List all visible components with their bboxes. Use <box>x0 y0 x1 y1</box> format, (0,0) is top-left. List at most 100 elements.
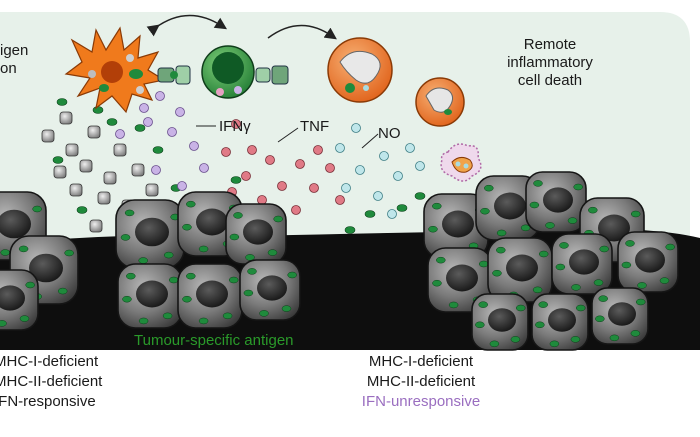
tnf-particle <box>247 145 257 155</box>
antigen-particle <box>230 176 242 184</box>
antigen-particle <box>344 226 356 234</box>
mhc-tcr-synapse-right <box>255 65 289 85</box>
debris-particle <box>53 165 67 179</box>
antigen-particle <box>56 98 68 106</box>
ifn-particle <box>139 103 149 113</box>
tnf-particle <box>257 195 267 205</box>
debris-particle <box>131 163 145 177</box>
ifn-particle <box>177 181 187 191</box>
antigen-particle <box>92 106 104 114</box>
macrophage <box>327 37 393 103</box>
tumour-cell <box>239 259 301 321</box>
no-particle <box>373 191 383 201</box>
tumour-cell <box>617 231 679 293</box>
tumour-cell <box>177 263 243 329</box>
debris-particle <box>59 111 73 125</box>
antigen-particle <box>106 118 118 126</box>
debris-particle <box>41 129 55 143</box>
antigen-particle <box>76 206 88 214</box>
no-particle <box>415 161 425 171</box>
neutrophil <box>415 77 465 127</box>
ifn-particle <box>189 141 199 151</box>
left-ifn: IFN-responsive <box>0 393 96 410</box>
debris-particle <box>89 219 103 233</box>
dying-cell <box>440 143 482 182</box>
ifn-label: IFNγ <box>219 118 251 135</box>
remote-line-2: inflammatory <box>507 54 593 71</box>
tnf-label: TNF <box>300 118 330 135</box>
debris-particle <box>65 143 79 157</box>
tnf-particle <box>313 145 323 155</box>
ifn-particle <box>167 127 177 137</box>
tumour-cell <box>487 237 553 303</box>
dendritic-cell <box>64 26 166 114</box>
no-particle <box>335 143 345 153</box>
ifn-particle <box>151 165 161 175</box>
tumour-cell <box>115 199 185 269</box>
remote-line-3: cell death <box>517 72 583 89</box>
tnf-pointer <box>277 127 299 143</box>
tnf-particle <box>335 195 345 205</box>
tumour-cells <box>0 171 679 351</box>
antigen-particle <box>364 210 376 218</box>
debris-particle <box>69 183 83 197</box>
antigen-particle <box>414 192 426 200</box>
tumour-cell <box>551 233 613 295</box>
no-particle <box>355 165 365 175</box>
tnf-particle <box>309 183 319 193</box>
tumour-cell <box>471 293 529 351</box>
antigen-particle <box>52 156 64 164</box>
mhc-tcr-synapse-left <box>157 65 191 85</box>
tnf-particle <box>265 155 275 165</box>
no-particle <box>379 151 389 161</box>
tumour-cell <box>475 175 541 241</box>
tnf-particle <box>295 159 305 169</box>
no-particle <box>405 143 415 153</box>
tumour-cell <box>525 171 587 233</box>
tumour-cell <box>531 293 589 351</box>
debris-particle <box>97 191 111 205</box>
top-left-line-1: igen <box>0 42 29 59</box>
no-particle <box>351 123 361 133</box>
left-mhc1: MHC-I-deficient <box>0 353 99 370</box>
antigen-particle <box>396 204 408 212</box>
top-left-line-2: on <box>0 60 17 77</box>
antigen-label: Tumour-specific antigen <box>134 332 294 349</box>
ifn-particle <box>115 129 125 139</box>
debris-particle <box>103 171 117 185</box>
ifn-particle <box>143 117 153 127</box>
left-mhc2: MHC-II-deficient <box>0 373 103 390</box>
exchange-arrow-left <box>146 14 228 37</box>
tnf-particle <box>241 171 251 181</box>
debris-particle <box>87 125 101 139</box>
tumour-cell <box>591 287 649 345</box>
t-cell <box>201 45 255 99</box>
no-particle <box>393 171 403 181</box>
tnf-particle <box>325 163 335 173</box>
ifn-particle <box>155 91 165 101</box>
tnf-particle <box>221 147 231 157</box>
tumour-cell <box>225 203 287 265</box>
antigen-particle <box>134 124 146 132</box>
right-mhc2: MHC-II-deficient <box>366 373 476 390</box>
ifn-particle <box>199 163 209 173</box>
right-group-labels: MHC-I-deficient MHC-II-deficient IFN-unr… <box>336 352 506 412</box>
remote-line-1: Remote <box>523 36 577 53</box>
right-ifn: IFN-unresponsive <box>361 393 481 410</box>
debris-particle <box>113 143 127 157</box>
no-label: NO <box>378 125 401 142</box>
tumour-cell <box>117 263 183 329</box>
no-particle <box>387 209 397 219</box>
debris-particle <box>79 159 93 173</box>
antigen-particle <box>152 146 164 154</box>
ifn-particle <box>175 107 185 117</box>
no-pointer <box>361 133 379 149</box>
tnf-particle <box>277 181 287 191</box>
tumour-cell <box>423 193 489 259</box>
tnf-particle <box>291 205 301 215</box>
right-mhc1: MHC-I-deficient <box>368 353 474 370</box>
exchange-arrow-right <box>267 24 337 40</box>
remote-death-label: Remote inflammatory cell death <box>490 36 610 90</box>
tnf-particle <box>231 119 241 129</box>
debris-particle <box>145 183 159 197</box>
